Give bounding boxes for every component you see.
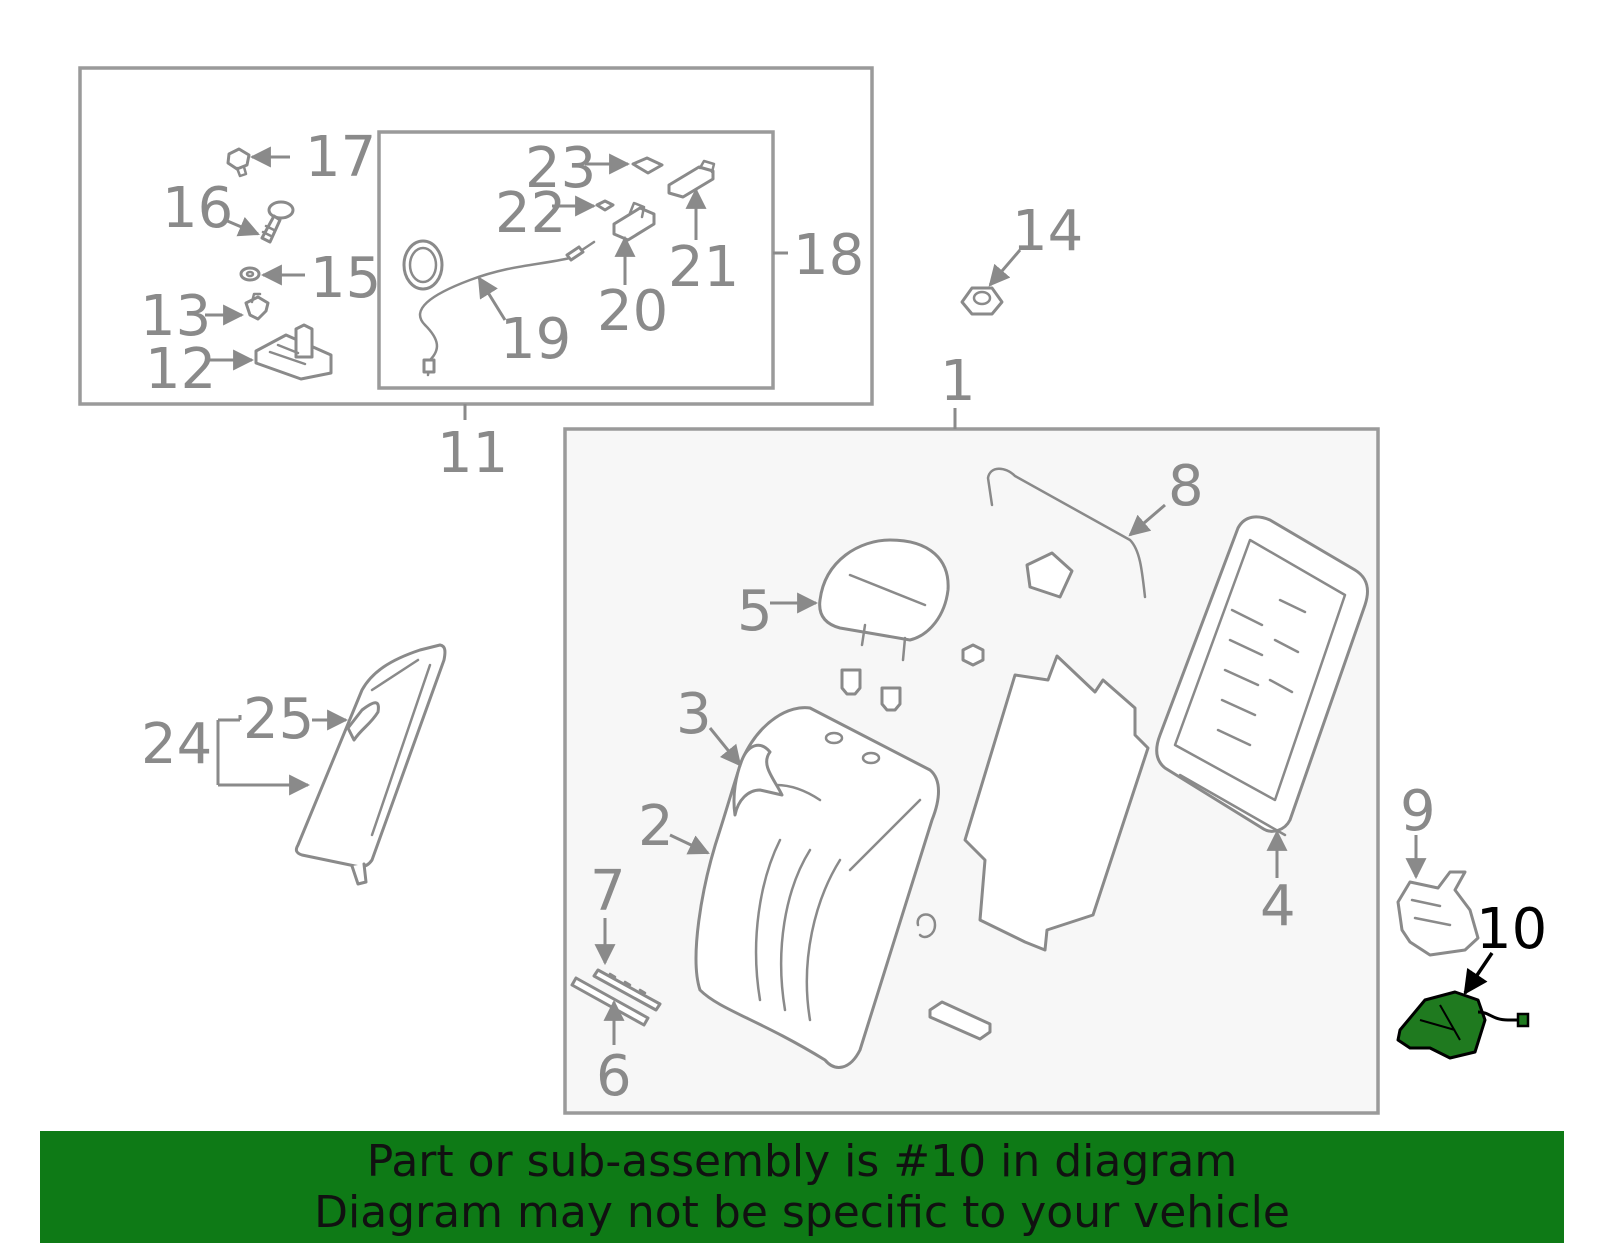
part-15-washer	[239, 266, 261, 282]
arrow-19	[477, 276, 507, 321]
part-14-nut	[960, 286, 1004, 316]
part-10-latch-highlighted[interactable]	[1396, 990, 1530, 1060]
group-box-11	[78, 66, 874, 406]
label-9: 9	[1400, 779, 1436, 844]
part-13-clip	[244, 292, 270, 321]
part-22-clip	[595, 199, 615, 212]
label-1: 1	[940, 349, 976, 414]
part-23-cap	[631, 156, 664, 175]
label-6: 6	[596, 1044, 632, 1109]
label-7: 7	[590, 859, 626, 924]
part-5-headrest	[818, 538, 950, 662]
label-13: 13	[140, 284, 211, 349]
arrow-14	[988, 249, 1022, 287]
label-25: 25	[243, 687, 314, 752]
part-21-latch	[667, 159, 716, 199]
label-24: 24	[141, 712, 212, 777]
label-23: 23	[525, 136, 596, 201]
part-25-cover	[346, 701, 380, 742]
part-20-block	[612, 201, 656, 242]
label-3: 3	[676, 682, 712, 747]
label-11: 11	[437, 421, 508, 486]
info-banner: Part or sub-assembly is #10 in diagram D…	[40, 1131, 1564, 1243]
label-15: 15	[310, 246, 381, 311]
part-pad-block	[928, 1000, 992, 1041]
part-8-rod	[986, 467, 1147, 599]
label-4: 4	[1260, 874, 1296, 939]
label-12: 12	[145, 337, 216, 402]
label-8: 8	[1168, 454, 1204, 519]
part-4-frame	[1155, 515, 1369, 837]
part-24-side-bolster	[294, 643, 447, 886]
arrow-3	[708, 727, 742, 767]
label-21: 21	[668, 235, 739, 300]
label-18: 18	[793, 223, 864, 288]
label-20: 20	[597, 279, 668, 344]
label-10: 10	[1476, 897, 1547, 962]
banner-line-2: Diagram may not be specific to your vehi…	[314, 1187, 1290, 1238]
label-16: 16	[162, 176, 233, 241]
part-panel	[963, 654, 1150, 952]
label-19: 19	[500, 307, 571, 372]
banner-line-1: Part or sub-assembly is #10 in diagram	[366, 1136, 1238, 1187]
group-box-18	[377, 130, 775, 390]
arrow-8	[1128, 503, 1166, 537]
label-17: 17	[305, 125, 376, 190]
part-17-clip	[226, 147, 251, 178]
part-headrest-guides	[840, 643, 985, 712]
arrow-16	[224, 216, 260, 237]
part-tag	[1025, 551, 1074, 599]
label-5: 5	[737, 579, 773, 644]
part-3-pad	[732, 743, 784, 817]
part-7-strip	[592, 968, 662, 1012]
arrow-2	[669, 833, 710, 855]
part-9-hinge	[1396, 870, 1480, 957]
arrow-10	[1463, 952, 1494, 996]
part-16-bolt	[260, 200, 295, 244]
label-2: 2	[638, 794, 674, 859]
label-14: 14	[1012, 199, 1083, 264]
part-hook	[916, 913, 937, 939]
part-12-bracket	[254, 323, 333, 381]
part-19-cable	[402, 239, 596, 377]
label-22: 22	[495, 181, 566, 246]
